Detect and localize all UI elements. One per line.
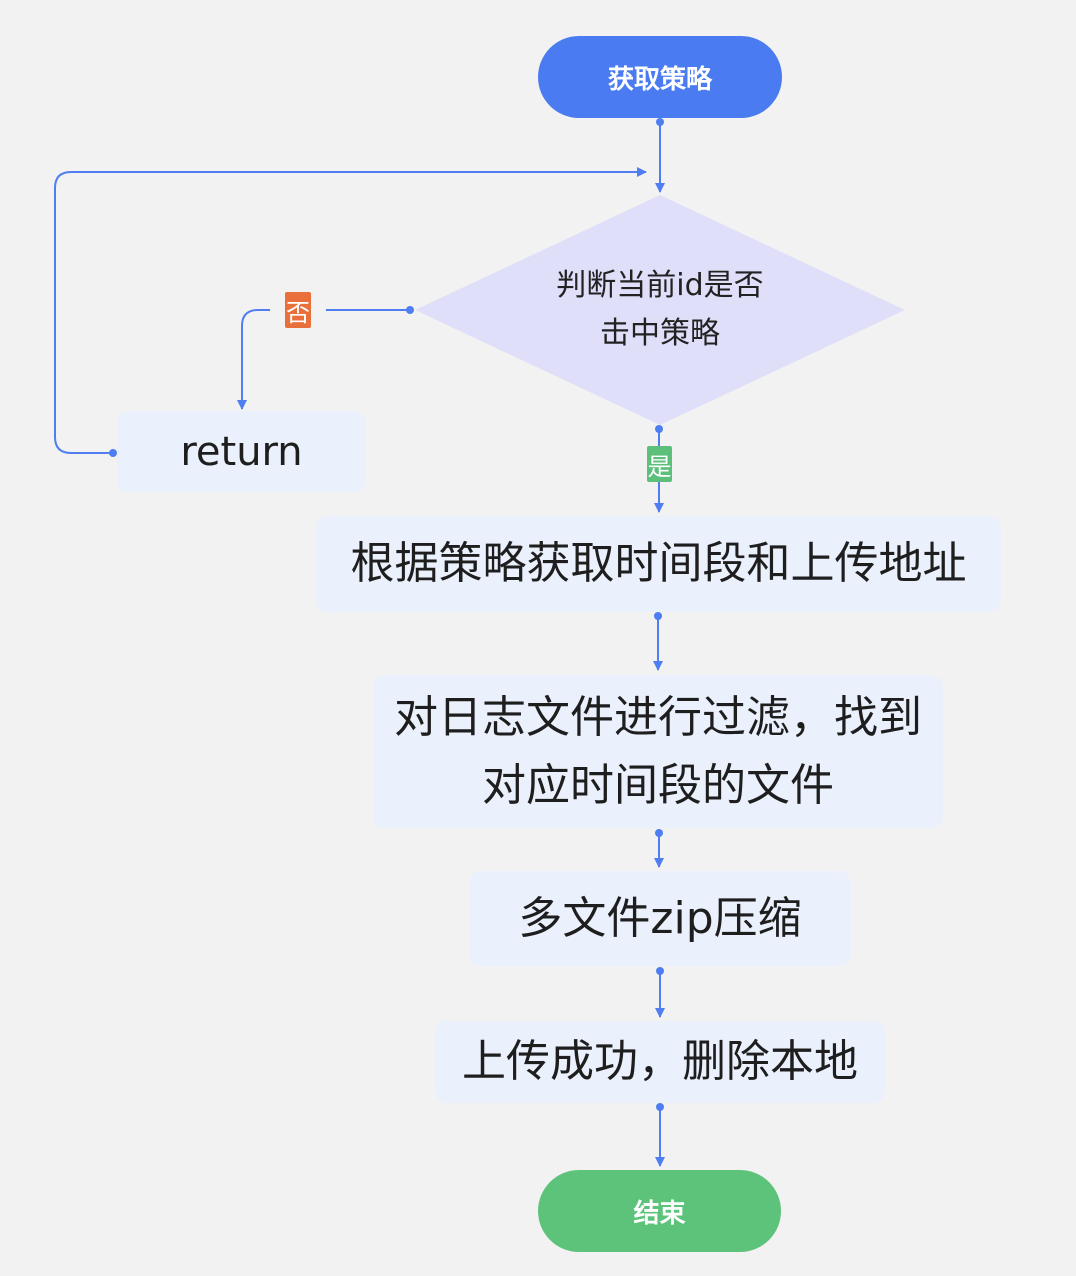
end-node-label: 结束 bbox=[633, 1198, 686, 1229]
step-zip-compress: 多文件zip压缩 bbox=[469, 871, 851, 966]
step-label-line: 多文件zip压缩 bbox=[518, 892, 802, 944]
connector-start-to-decision bbox=[655, 118, 665, 193]
decision-diamond-shape bbox=[415, 195, 905, 425]
connector-return-loop bbox=[54, 167, 647, 457]
branch-yes-tag: 是 bbox=[647, 446, 672, 482]
connector-step2-to-step3 bbox=[654, 829, 664, 868]
decision-label-line: 判断当前id是否 bbox=[556, 268, 764, 303]
connector-decision-yes bbox=[654, 425, 664, 513]
return-node-label: return bbox=[180, 428, 303, 475]
step-upload-and-delete-local: 上传成功，删除本地 bbox=[435, 1021, 885, 1103]
step-label-line: 对应时间段的文件 bbox=[482, 759, 834, 811]
connector-step1-to-step2 bbox=[653, 612, 663, 671]
connector-step3-to-step4 bbox=[655, 967, 665, 1018]
step-label-line: 对日志文件进行过滤，找到 bbox=[394, 691, 922, 743]
decision-label-line: 击中策略 bbox=[600, 316, 720, 351]
connector-step4-to-end bbox=[655, 1103, 665, 1167]
start-node: 获取策略 bbox=[538, 36, 782, 118]
step-label-line: 根据策略获取时间段和上传地址 bbox=[350, 538, 967, 589]
step-get-time-range-and-upload-address: 根据策略获取时间段和上传地址 bbox=[316, 516, 1001, 612]
connector-line bbox=[237, 309, 270, 410]
branch-no-label: 否 bbox=[286, 298, 310, 327]
step-filter-log-files: 对日志文件进行过滤，找到 对应时间段的文件 bbox=[373, 675, 943, 828]
end-node: 结束 bbox=[538, 1170, 781, 1252]
connector-decision-no bbox=[237, 306, 414, 410]
branch-yes-label: 是 bbox=[647, 452, 672, 481]
connector-line bbox=[54, 167, 647, 454]
decision-node: 判断当前id是否 击中策略 bbox=[470, 260, 850, 360]
step-label-line: 上传成功，删除本地 bbox=[462, 1036, 858, 1087]
branch-no-tag: 否 bbox=[285, 292, 311, 328]
return-node: return bbox=[117, 411, 366, 492]
start-node-label: 获取策略 bbox=[607, 64, 712, 95]
